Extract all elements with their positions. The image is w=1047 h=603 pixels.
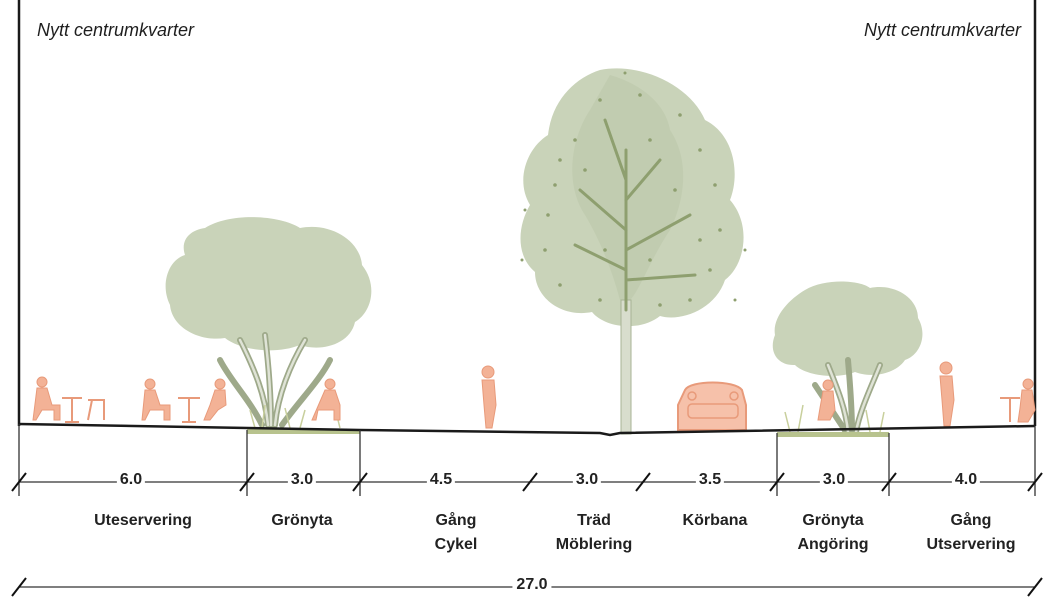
ground-line (18, 422, 1036, 437)
segment-label-3-line-2: Cykel (434, 536, 478, 553)
shrub-tree-icon-left (165, 217, 372, 428)
person-icon (481, 361, 1036, 429)
building-label-left: Nytt centrumkvarter (37, 20, 195, 40)
cafe-people-icon-left (32, 376, 341, 421)
segment-label-6-line-1: Grönyta (802, 512, 864, 529)
grass-icon (249, 404, 885, 433)
segment-width-2: 3.0 (287, 471, 317, 489)
segment-label-7-line-1: Gång (950, 512, 992, 529)
building-label-right: Nytt centrumkvarter (863, 20, 1021, 40)
segment-label-6-line-2: Angöring (797, 536, 869, 553)
shrub-tree-icon-right (772, 281, 923, 435)
street-tree-icon (520, 68, 747, 435)
cafe-table-icon (62, 397, 1020, 423)
grass-bed-left (247, 429, 360, 434)
segment-label-1-line-1: Uteservering (94, 512, 192, 529)
segment-label-2: Grönyta (271, 509, 332, 533)
segment-label-7: Gång Utservering (927, 509, 1016, 557)
segment-label-5: Körbana (683, 509, 748, 533)
segment-label-5-line-1: Körbana (682, 512, 748, 529)
segment-width-7: 4.0 (951, 471, 981, 489)
segment-label-7-line-2: Utservering (926, 536, 1016, 553)
dimension-line (18, 424, 1036, 588)
segment-label-2-line-1: Grönyta (271, 512, 333, 529)
segment-width-5: 3.5 (695, 471, 725, 489)
segment-width-4: 3.0 (572, 471, 602, 489)
segment-width-6: 3.0 (819, 471, 849, 489)
car-icon (677, 381, 747, 431)
segment-label-3-line-1: Gång (435, 512, 477, 529)
segment-width-1: 6.0 (116, 471, 146, 489)
dimension-ticks (11, 472, 1043, 597)
segment-label-4: Träd Möblering (556, 509, 632, 557)
total-width: 27.0 (512, 576, 552, 594)
segment-label-4-line-1: Träd (577, 512, 611, 529)
segment-label-1: Uteservering (94, 509, 192, 533)
segment-width-3: 4.5 (426, 471, 456, 489)
grass-bed-right (777, 432, 889, 437)
segment-label-4-line-2: Möblering (555, 536, 633, 553)
segment-label-6: Grönyta Angöring (797, 509, 868, 557)
segment-label-3: Gång Cykel (435, 509, 478, 557)
